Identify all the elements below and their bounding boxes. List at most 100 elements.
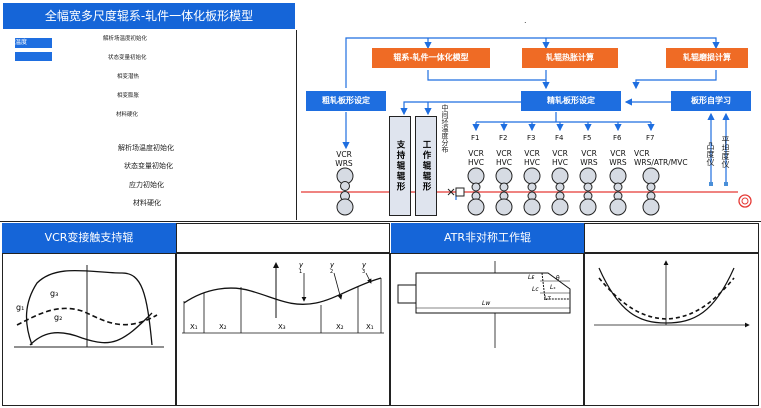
roll-icon bbox=[613, 182, 623, 192]
stand-f6: F6 bbox=[613, 134, 622, 142]
roll-icon bbox=[579, 198, 597, 216]
self-learning-box[interactable]: 板形自学习 bbox=[671, 91, 751, 111]
x2-label-right: X₂ bbox=[336, 323, 344, 331]
stand-type: HVC bbox=[467, 158, 484, 167]
decorative-dot: . bbox=[524, 16, 527, 25]
vcr-panel bbox=[2, 253, 176, 406]
lw-label: Lᴡ bbox=[482, 300, 490, 307]
roll-icon bbox=[609, 198, 627, 216]
curve-panel bbox=[584, 253, 759, 406]
support-roll-box[interactable]: 支持辊辊形 bbox=[389, 116, 411, 216]
roll-icon bbox=[551, 167, 569, 185]
stand-f3: F3 bbox=[527, 134, 536, 142]
stand-type: WRS bbox=[580, 158, 598, 167]
divider bbox=[0, 221, 761, 222]
roll-icon bbox=[555, 182, 565, 192]
roll-icon bbox=[467, 167, 485, 185]
y3-sub: 3 bbox=[362, 269, 365, 275]
x1-label: X₁ bbox=[190, 323, 198, 331]
list-item: 相变膨胀 bbox=[117, 93, 140, 99]
roll-thermal-box[interactable]: 轧辊热胀计算 bbox=[522, 48, 618, 68]
roll-strip-model-box[interactable]: 辊系-轧件一体化模型 bbox=[372, 48, 490, 68]
mid-temp-label: 中间坯温度分布 bbox=[441, 104, 449, 153]
stand-type: VCR bbox=[336, 150, 352, 159]
y2-sub: 2 bbox=[330, 269, 333, 275]
theta-label: θ bbox=[556, 275, 560, 282]
roll-icon bbox=[340, 181, 350, 191]
stand-type: HVC bbox=[551, 158, 568, 167]
list-item: 状态变量初始化 bbox=[108, 55, 147, 61]
stand-type: VCR bbox=[552, 149, 568, 158]
blue-tab-button[interactable] bbox=[15, 52, 52, 61]
flow-panel bbox=[296, 30, 757, 220]
profile-panel bbox=[176, 253, 390, 406]
roll-icon bbox=[527, 182, 537, 192]
flatness-meter-label: 平坦度仪 bbox=[721, 136, 730, 168]
profile-diagram: y 1 y 2 y 3 X₁ X₂ X₃ X₂ X₁ bbox=[182, 261, 384, 334]
roll-icon bbox=[646, 182, 656, 192]
atr-roll-diagram: Lᴇ Lᴄ Lₛ Lᴛ θ Lᴡ bbox=[397, 261, 571, 348]
left-panel bbox=[3, 30, 293, 220]
list-item: 材料硬化 bbox=[116, 112, 139, 118]
stand-type: WRS/ATR/MVC bbox=[634, 158, 688, 167]
g1-label: g₁ bbox=[16, 303, 24, 312]
flow-connectors bbox=[301, 37, 752, 208]
stand-type: WRS bbox=[335, 159, 353, 168]
list-item: 状态变量初始化 bbox=[124, 162, 173, 170]
y1-sub: 1 bbox=[299, 269, 302, 275]
atr-section-title: ATR非对称工作辊 bbox=[391, 223, 584, 253]
roll-icon bbox=[579, 167, 597, 185]
stand-type: VCR bbox=[610, 149, 626, 158]
y3-label: y bbox=[361, 261, 367, 269]
crown-meter-label: 凸度仪 bbox=[706, 142, 715, 166]
roll-icon bbox=[523, 198, 541, 216]
list-item: 解析场温度初始化 bbox=[103, 36, 148, 42]
stand-type: VCR bbox=[496, 149, 512, 158]
vcr-section-title: VCR变接触支持辊 bbox=[2, 223, 176, 253]
y1-label: y bbox=[298, 261, 304, 269]
list-item: 材料硬化 bbox=[133, 199, 161, 207]
rough-setup-box[interactable]: 粗轧板形设定 bbox=[306, 91, 386, 111]
rough-stand-label: VCR WRS bbox=[330, 150, 358, 168]
work-roll-box[interactable]: 工作辊辊形 bbox=[415, 116, 437, 216]
ls-label: Lₛ bbox=[550, 284, 556, 291]
roll-icon bbox=[523, 167, 541, 185]
g2-label: g₂ bbox=[54, 313, 62, 322]
stand-type: HVC bbox=[495, 158, 512, 167]
x1-label-right: X₁ bbox=[366, 323, 374, 331]
le-label: Lᴇ bbox=[528, 274, 534, 281]
roll-icon bbox=[583, 182, 593, 192]
stand-type: VCR bbox=[524, 149, 540, 158]
roll-icon bbox=[551, 198, 569, 216]
x2-label: X₂ bbox=[219, 323, 227, 331]
stand-f7: F7 bbox=[646, 134, 655, 142]
vcr-curve-diagram: g₁ g₃ g₂ bbox=[14, 265, 164, 348]
roll-icon bbox=[467, 198, 485, 216]
lt-label: Lᴛ bbox=[544, 295, 551, 302]
stand-type: VCR bbox=[581, 149, 597, 158]
roll-icon bbox=[499, 182, 509, 192]
list-item: 相变潜热 bbox=[117, 74, 140, 80]
finish-setup-box[interactable]: 精轧板形设定 bbox=[521, 91, 621, 111]
stand-f5: F5 bbox=[583, 134, 592, 142]
g3-label: g₃ bbox=[50, 289, 58, 298]
roll-icon bbox=[495, 198, 513, 216]
page-title: 全幅宽多尺度辊系-轧件一体化板形模型 bbox=[3, 3, 295, 29]
stand-type: HVC bbox=[523, 158, 540, 167]
stand-f4: F4 bbox=[555, 134, 564, 142]
roll-curve-diagram bbox=[594, 260, 750, 328]
roll-icon bbox=[471, 182, 481, 192]
roll-wear-box[interactable]: 轧辊磨损计算 bbox=[666, 48, 748, 68]
roll-icon bbox=[642, 198, 660, 216]
temperature-button[interactable]: 温度 bbox=[15, 38, 52, 48]
stand-type: WRS bbox=[609, 158, 627, 167]
list-item: 解析场温度初始化 bbox=[118, 144, 174, 152]
stand-type: VCR bbox=[634, 149, 650, 158]
roll-icon bbox=[642, 167, 660, 185]
